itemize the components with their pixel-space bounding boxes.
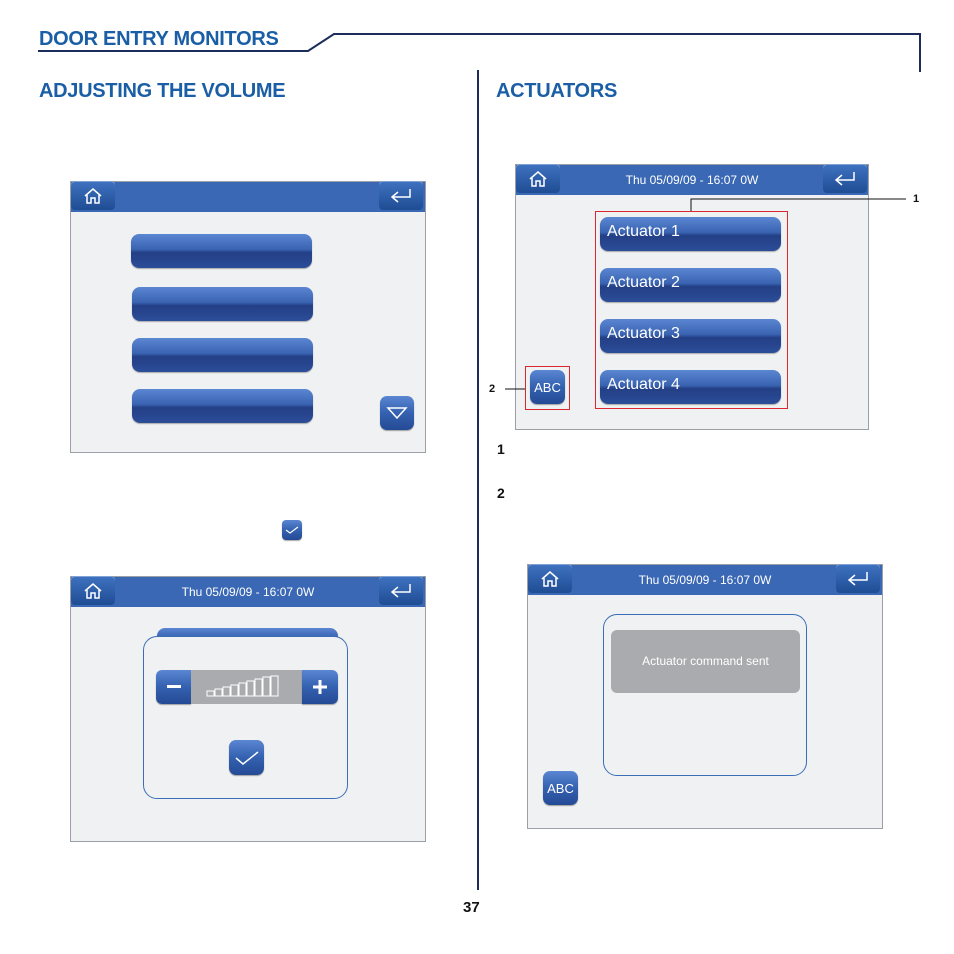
actuator-4-button[interactable]: Actuator 4	[600, 370, 781, 404]
volume-level-bar	[191, 670, 302, 704]
volume-up-button[interactable]	[302, 670, 338, 704]
step-number-1: 1	[497, 441, 505, 457]
column-divider	[477, 70, 479, 890]
home-button[interactable]	[71, 181, 115, 210]
home-icon	[84, 187, 102, 204]
menu-item-1[interactable]	[131, 234, 312, 268]
actuator-1-button[interactable]: Actuator 1	[600, 217, 781, 251]
check-icon	[235, 750, 258, 765]
home-icon	[529, 170, 547, 187]
status-bar: Thu 05/09/09 - 16:07 0W	[516, 165, 868, 195]
check-icon	[285, 526, 299, 534]
home-button[interactable]	[516, 164, 560, 193]
plus-icon	[313, 680, 327, 694]
return-icon	[390, 188, 411, 203]
menu-item-2[interactable]	[132, 287, 313, 321]
return-icon	[847, 571, 868, 586]
confirm-button[interactable]	[229, 740, 264, 775]
section-header: DOOR ENTRY MONITORS	[39, 28, 279, 50]
volume-title: ADJUSTING THE VOLUME	[39, 80, 286, 102]
callout-label-2: 2	[489, 383, 496, 395]
back-button[interactable]	[823, 164, 867, 193]
volume-level-icon	[206, 675, 279, 697]
actuator-2-button[interactable]: Actuator 2	[600, 268, 781, 302]
return-icon	[834, 171, 855, 186]
menu-item-4[interactable]	[132, 389, 313, 423]
abc-button[interactable]: ABC	[543, 771, 578, 805]
page-number: 37	[463, 899, 480, 916]
status-bar: Thu 05/09/09 - 16:07 0W	[528, 565, 882, 595]
home-icon	[84, 582, 102, 599]
status-bar	[71, 182, 425, 212]
home-button[interactable]	[71, 576, 115, 605]
volume-down-button[interactable]	[156, 670, 191, 704]
callout-label-1: 1	[913, 193, 920, 205]
actuator-3-button[interactable]: Actuator 3	[600, 319, 781, 353]
minus-icon	[166, 685, 181, 688]
home-button[interactable]	[528, 564, 572, 593]
scroll-down-button[interactable]	[380, 396, 414, 430]
abc-button[interactable]: ABC	[530, 370, 565, 404]
step-number-2: 2	[497, 485, 505, 501]
callout-box-2	[525, 366, 570, 410]
header-rule	[38, 33, 921, 72]
return-icon	[390, 583, 411, 598]
home-icon	[541, 570, 559, 587]
back-button[interactable]	[379, 576, 423, 605]
status-message: Actuator command sent	[611, 630, 800, 693]
confirm-inline-icon	[282, 520, 302, 540]
back-button[interactable]	[836, 564, 880, 593]
triangle-down-icon	[386, 407, 408, 420]
status-bar: Thu 05/09/09 - 16:07 0W	[71, 577, 425, 607]
callout-box-1	[595, 211, 788, 409]
menu-item-3[interactable]	[132, 338, 313, 372]
actuators-title: ACTUATORS	[496, 80, 618, 102]
back-button[interactable]	[379, 181, 423, 210]
